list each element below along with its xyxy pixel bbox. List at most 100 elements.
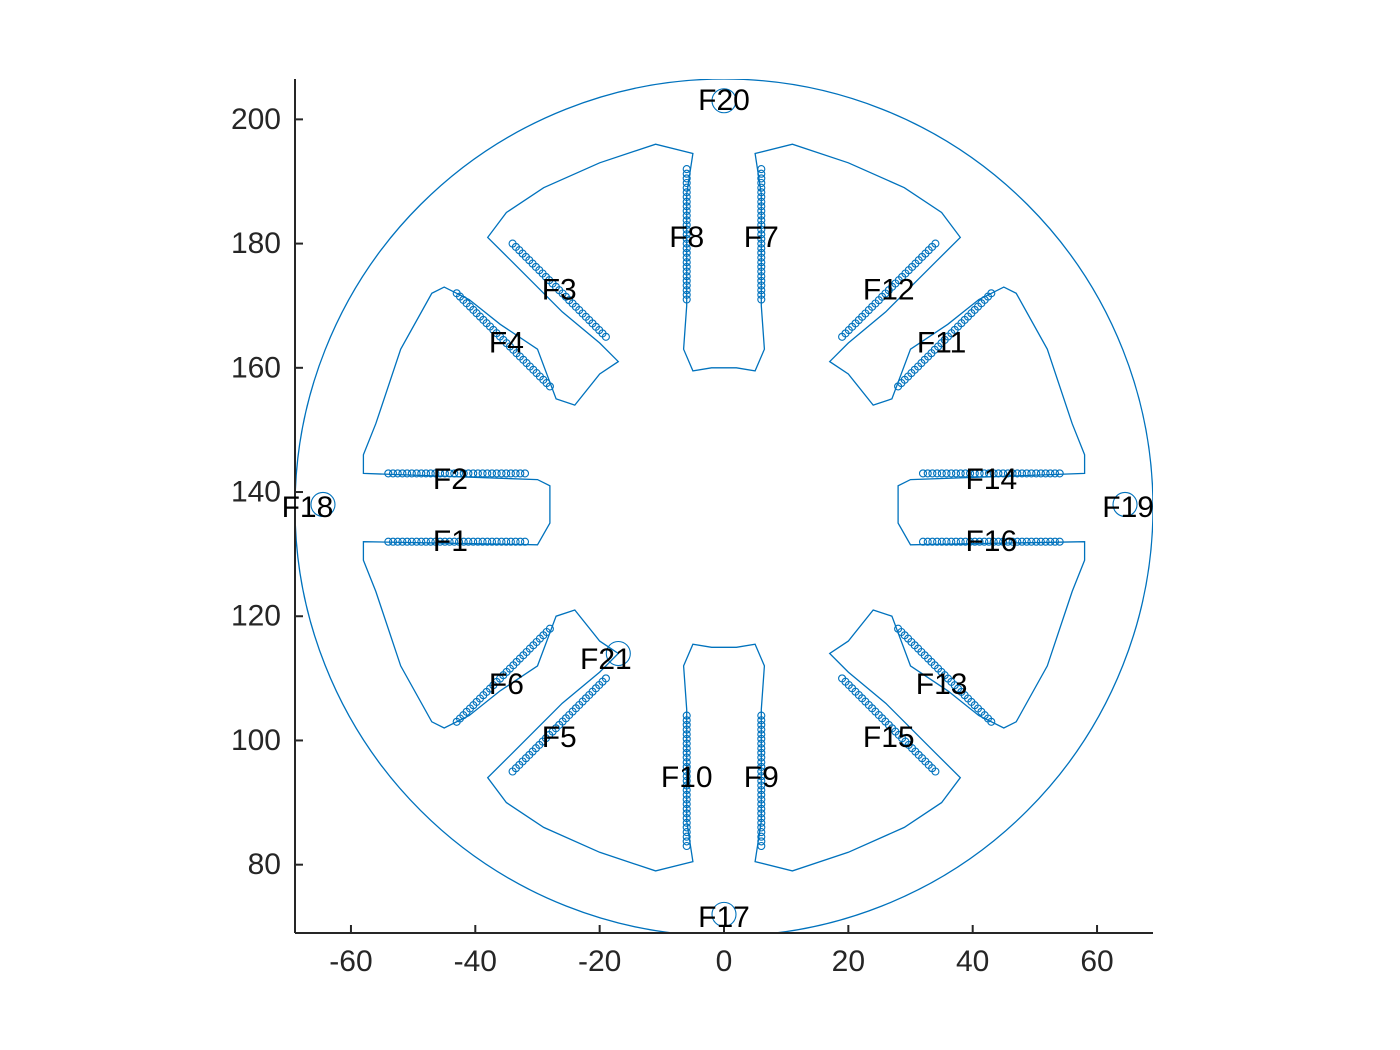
face-marker	[431, 537, 440, 546]
face-marker	[994, 469, 1003, 478]
face-marker	[757, 818, 766, 827]
face-label-f8: F8	[669, 221, 704, 254]
face-marker	[1055, 469, 1064, 478]
face-f12	[838, 239, 940, 341]
face-marker	[511, 537, 520, 546]
face-marker	[970, 469, 979, 478]
face-marker	[757, 248, 766, 257]
face-label-f18: F18	[282, 491, 334, 524]
y-tick-label: 100	[231, 724, 281, 757]
face-marker	[918, 469, 928, 478]
face-marker	[1017, 469, 1027, 478]
face-marker	[933, 537, 942, 546]
face-marker	[516, 537, 525, 546]
face-marker	[682, 739, 691, 748]
face-label-f12: F12	[863, 274, 915, 307]
face-marker	[757, 276, 766, 285]
face-marker	[757, 206, 766, 216]
face-marker	[682, 767, 691, 776]
face-marker	[961, 537, 970, 546]
face-marker	[937, 537, 946, 546]
face-f11	[894, 289, 996, 391]
face-marker	[757, 795, 766, 804]
face-f3	[508, 239, 610, 341]
face-marker	[440, 537, 449, 546]
y-tick-label: 140	[231, 476, 281, 509]
face-marker	[682, 211, 691, 220]
face-marker	[970, 537, 979, 546]
face-marker	[682, 267, 691, 276]
face-marker	[956, 537, 965, 546]
face-marker	[520, 469, 530, 478]
face-marker	[682, 174, 691, 183]
face-marker	[682, 188, 691, 197]
face-marker	[601, 674, 610, 683]
face-marker	[975, 537, 984, 546]
face-f2	[384, 469, 530, 478]
face-label-f7: F7	[744, 221, 779, 254]
x-tick-label: 40	[956, 945, 989, 978]
face-marker	[417, 537, 426, 546]
face-marker	[757, 725, 766, 734]
face-marker	[975, 469, 984, 478]
face-marker	[682, 216, 691, 225]
face-marker	[757, 823, 766, 832]
face-marker	[682, 772, 691, 781]
face-marker	[1041, 537, 1050, 546]
face-marker	[757, 225, 766, 234]
face-marker	[937, 469, 946, 478]
face-marker	[464, 469, 473, 478]
face-marker	[757, 169, 766, 178]
face-marker	[757, 281, 766, 290]
face-f15	[838, 674, 940, 776]
face-marker	[682, 220, 691, 230]
face-marker	[682, 753, 691, 762]
face-marker	[1008, 469, 1017, 478]
face-marker	[1027, 469, 1036, 478]
face-marker	[445, 469, 454, 478]
face-marker	[440, 469, 449, 478]
y-tick-label: 160	[231, 351, 281, 384]
face-marker	[1022, 537, 1031, 546]
face-marker	[999, 537, 1008, 546]
face-marker	[492, 537, 501, 546]
face-marker	[421, 537, 431, 546]
face-marker	[407, 537, 416, 546]
face-label-f19: F19	[1102, 491, 1154, 524]
face-marker	[757, 230, 766, 239]
face-marker	[757, 832, 766, 841]
face-label-f13: F13	[916, 668, 968, 701]
x-tick-label: 0	[716, 945, 733, 978]
face-marker	[757, 720, 766, 729]
face-marker	[757, 841, 766, 851]
face-label-f9: F9	[744, 761, 779, 794]
face-marker	[473, 469, 482, 478]
face-marker	[310, 491, 336, 517]
face-marker	[497, 537, 506, 546]
face-f8	[682, 165, 691, 304]
face-marker	[682, 786, 691, 795]
outer-circle	[295, 79, 1153, 933]
face-marker	[502, 469, 511, 478]
face-marker	[682, 295, 691, 304]
face-marker	[682, 758, 691, 767]
face-marker	[601, 332, 610, 341]
face-marker	[682, 281, 691, 290]
face-marker	[511, 469, 520, 478]
face-marker	[464, 537, 473, 546]
face-marker	[682, 730, 691, 739]
face-marker	[450, 469, 459, 478]
face-marker	[942, 469, 951, 478]
face-marker	[682, 748, 691, 757]
face-label-f11: F11	[917, 326, 966, 359]
face-marker	[682, 197, 691, 206]
y-tick-label: 120	[231, 600, 281, 633]
face-marker	[682, 804, 691, 813]
face-marker	[398, 537, 407, 546]
face-marker	[757, 753, 766, 762]
face-marker	[1027, 537, 1036, 546]
x-tick-label: 60	[1080, 945, 1113, 978]
